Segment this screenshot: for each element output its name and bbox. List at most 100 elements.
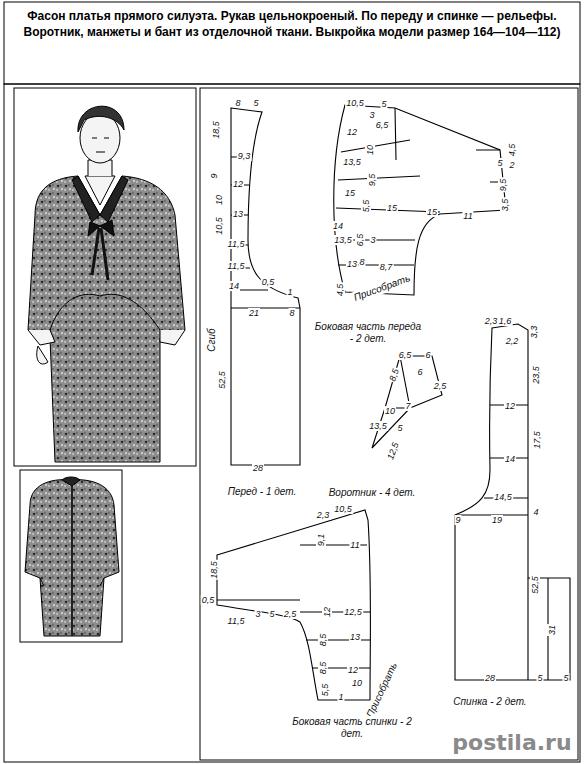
- piece-caption: Присобрать: [364, 660, 401, 721]
- dimension-number: 5: [380, 99, 387, 109]
- dimension-number: 12: [504, 401, 516, 411]
- dimension-number: 5,5: [361, 199, 371, 214]
- dimension-number: 5: [268, 609, 275, 619]
- dimension-number: 9,5: [367, 173, 377, 188]
- dimension-number: 9: [454, 515, 461, 525]
- dimension-number: 13: [346, 259, 358, 269]
- dimension-number: 18,5: [209, 560, 219, 580]
- dimension-number: 23,5: [531, 365, 541, 385]
- dimension-number: 14: [332, 221, 344, 231]
- dimension-number: 21: [248, 308, 260, 318]
- dimension-number: 8,5: [387, 366, 401, 383]
- dimension-number: 28: [484, 673, 496, 683]
- dimension-number: 8: [288, 308, 295, 318]
- dimension-number: 10,5: [333, 504, 353, 514]
- dimension-number: 5: [496, 158, 503, 168]
- dimension-number: 10,5: [345, 98, 365, 108]
- piece-caption: Воротник - 4 дет.: [328, 487, 417, 499]
- dimension-number: 3: [369, 235, 376, 245]
- title-text: Фасон платья прямого силуэта. Рукав цель…: [12, 8, 572, 40]
- dimension-number: 14,5: [493, 492, 513, 502]
- dimension-number: 6,5: [355, 233, 365, 248]
- dimension-number: 9,1: [316, 533, 326, 548]
- dimension-number: 12: [322, 606, 332, 618]
- dimension-number: 0,5: [201, 595, 216, 605]
- dimension-number: 1: [286, 287, 293, 297]
- dimension-number: 13: [232, 209, 244, 219]
- piece-caption: Присобрать: [351, 272, 413, 304]
- dimension-number: 2,5: [433, 381, 448, 391]
- dimension-number: 3: [254, 609, 261, 619]
- dimension-number: 17,5: [532, 430, 542, 450]
- dimension-number: 31: [547, 624, 557, 636]
- piece-caption: Боковая часть переда - 2 дет.: [312, 321, 424, 345]
- dimension-number: 12,5: [343, 607, 363, 617]
- dimension-number: 15: [344, 188, 356, 198]
- dimension-number: 10: [351, 678, 363, 688]
- dimension-number: 10: [214, 194, 224, 206]
- dimension-number: 2: [508, 160, 515, 170]
- dimension-number: 4,5: [507, 143, 517, 158]
- dimension-number: 15: [386, 203, 398, 213]
- watermark: postila.ru: [452, 730, 571, 755]
- dimension-number: 12: [347, 665, 359, 675]
- dimension-number: 3: [368, 110, 375, 120]
- dimension-number: 10: [384, 406, 396, 416]
- dimension-number: 6,5: [375, 120, 390, 130]
- dimension-number: 3,3: [529, 325, 539, 340]
- dimension-number: 8,5: [318, 661, 328, 676]
- piece-caption: Спинка - 2 дет.: [452, 696, 527, 708]
- dimension-number: 2,5: [283, 609, 298, 619]
- dimension-number: 8: [234, 98, 241, 108]
- dimension-number: 19: [491, 515, 503, 525]
- dimension-number: 3,5: [500, 198, 510, 213]
- dimension-number: 7: [404, 401, 411, 411]
- dimension-number: 18,5: [211, 120, 221, 140]
- piece-caption: Сгиб: [206, 327, 218, 352]
- dimension-number: 5: [252, 98, 259, 108]
- dimension-number: 2,3: [484, 316, 499, 326]
- dimension-number: 11,5: [227, 261, 246, 271]
- dimension-number: 2,3: [316, 510, 331, 520]
- dimension-number: 12,5: [385, 440, 401, 462]
- dimension-number: 8,7: [379, 262, 394, 272]
- dimension-number: 52,5: [217, 370, 227, 390]
- dimension-number: 15: [426, 207, 438, 217]
- dimension-number: 13: [349, 632, 361, 642]
- dimension-number: 6,5: [398, 350, 413, 360]
- dimension-number: 5: [396, 423, 403, 433]
- dimension-number: 8: [358, 257, 365, 267]
- dimension-number: 12: [346, 127, 358, 137]
- dimension-number: 1: [337, 692, 344, 702]
- dimension-number: 6: [416, 367, 423, 377]
- dimension-number: 13,5: [368, 421, 388, 431]
- dimension-number: 1,6: [498, 316, 513, 326]
- dimension-number: 2,2: [505, 336, 520, 346]
- dimension-number: 4,5: [335, 283, 345, 298]
- dimension-number: 10,5: [214, 216, 224, 236]
- dimension-number: 8,5: [318, 633, 328, 648]
- dimension-number: 52,5: [530, 575, 540, 595]
- dimension-number: 14: [228, 281, 240, 291]
- piece-caption: Перед - 1 дет.: [227, 486, 298, 498]
- dimension-number: 9,3: [237, 151, 252, 161]
- dimension-number: 10: [365, 144, 375, 156]
- dimension-number: 13,5: [342, 157, 362, 167]
- dimension-number: 14: [504, 454, 516, 464]
- dimension-number: 5: [536, 673, 543, 683]
- dimension-number: 4: [532, 507, 539, 517]
- dimension-number: 11: [462, 211, 473, 221]
- dimension-number: 5,5: [320, 683, 330, 698]
- dimension-number: 28: [252, 463, 264, 473]
- dimension-number: 11,5: [227, 616, 246, 626]
- dimension-number: 11: [349, 540, 360, 550]
- dimension-number: 6: [424, 350, 431, 360]
- dimension-number: 13,5: [333, 235, 353, 245]
- dimension-number: 9: [209, 172, 219, 179]
- piece-caption: Боковая часть спинки - 2 дет.: [291, 716, 413, 740]
- dimension-number: 0,5: [261, 277, 276, 287]
- dimension-number: 12: [232, 179, 244, 189]
- dimension-number: 9,5: [498, 178, 508, 193]
